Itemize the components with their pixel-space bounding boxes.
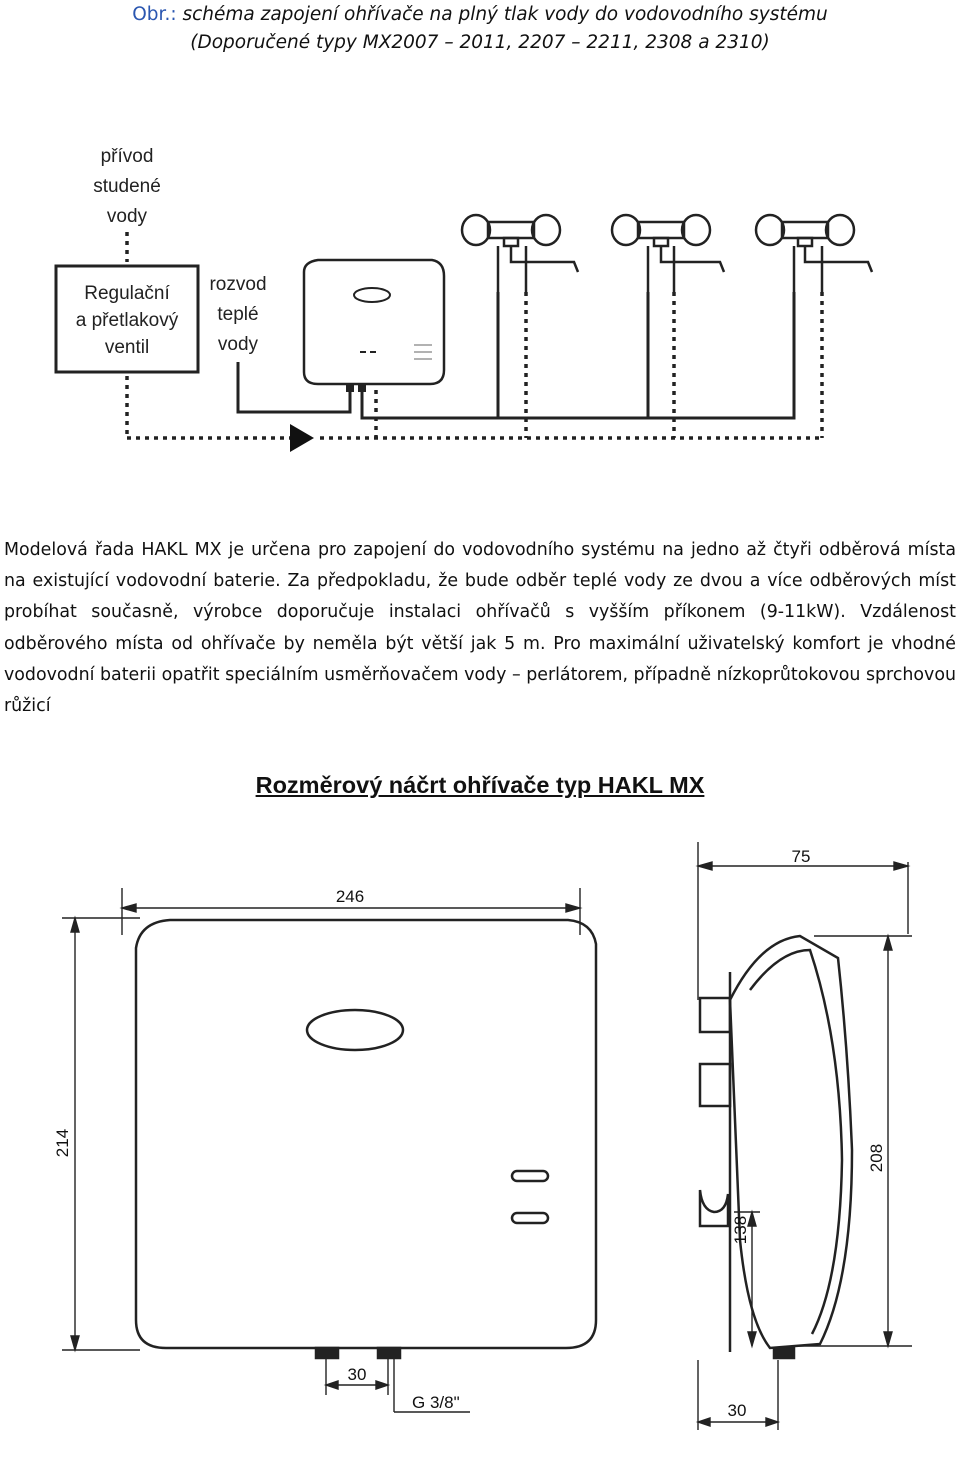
- front-width-label: 246: [336, 887, 364, 906]
- valve-box: [54, 264, 200, 374]
- cold-water-label-2: studené: [93, 176, 161, 197]
- faucet-icon-1: [460, 213, 580, 292]
- drawing-title: Rozměrový náčrt ohřívače typ HAKL MX: [255, 772, 705, 798]
- front-height-label: 214: [53, 1129, 72, 1157]
- front-dimension-lines: [62, 888, 583, 1413]
- side-height-label: 208: [867, 1144, 886, 1172]
- heater-unit-icon: [302, 258, 446, 392]
- caption-line-1: schéma zapojení ohřívače na plný tlak vo…: [182, 4, 828, 25]
- hot-water-label-1: rozvod: [209, 274, 266, 295]
- valve-label-3: ventil: [105, 337, 149, 358]
- hot-water-pipe: [236, 292, 796, 420]
- hot-water-label-2: teplé: [217, 304, 258, 325]
- thread-label: G 3/8": [412, 1393, 460, 1412]
- cold-water-label-1: přívod: [101, 146, 154, 167]
- faucet-icon-2: [610, 213, 726, 292]
- bottom-depth-label: 30: [728, 1401, 747, 1420]
- connection-spacing-label: 30: [348, 1365, 367, 1384]
- valve-label-1: Regulační: [84, 283, 170, 304]
- cold-water-pipe: [125, 232, 824, 440]
- figure-caption: Obr.: schéma zapojení ohřívače na plný t…: [0, 0, 960, 30]
- valve-label-2: a přetlakový: [76, 310, 179, 331]
- flow-arrow-icon: [290, 424, 314, 452]
- heater-side-view: [698, 934, 854, 1360]
- side-dimension-lines: [695, 842, 912, 1430]
- faucet-icon-3: [754, 213, 874, 292]
- hot-water-label-3: vody: [218, 334, 259, 355]
- connection-schematic: přívod studené vody Regulační a přetlako…: [54, 146, 874, 452]
- heater-front-view: [134, 918, 598, 1360]
- cold-water-label-3: vody: [107, 206, 148, 227]
- side-depth-label: 75: [792, 847, 811, 866]
- description-paragraph: Modelová řada HAKL MX je určena pro zapo…: [4, 540, 956, 717]
- caption-prefix: Obr.:: [132, 4, 177, 25]
- caption-line-2: (Doporučené typy MX2007 – 2011, 2207 – 2…: [190, 32, 770, 53]
- inlet-height-label: 138: [731, 1216, 750, 1244]
